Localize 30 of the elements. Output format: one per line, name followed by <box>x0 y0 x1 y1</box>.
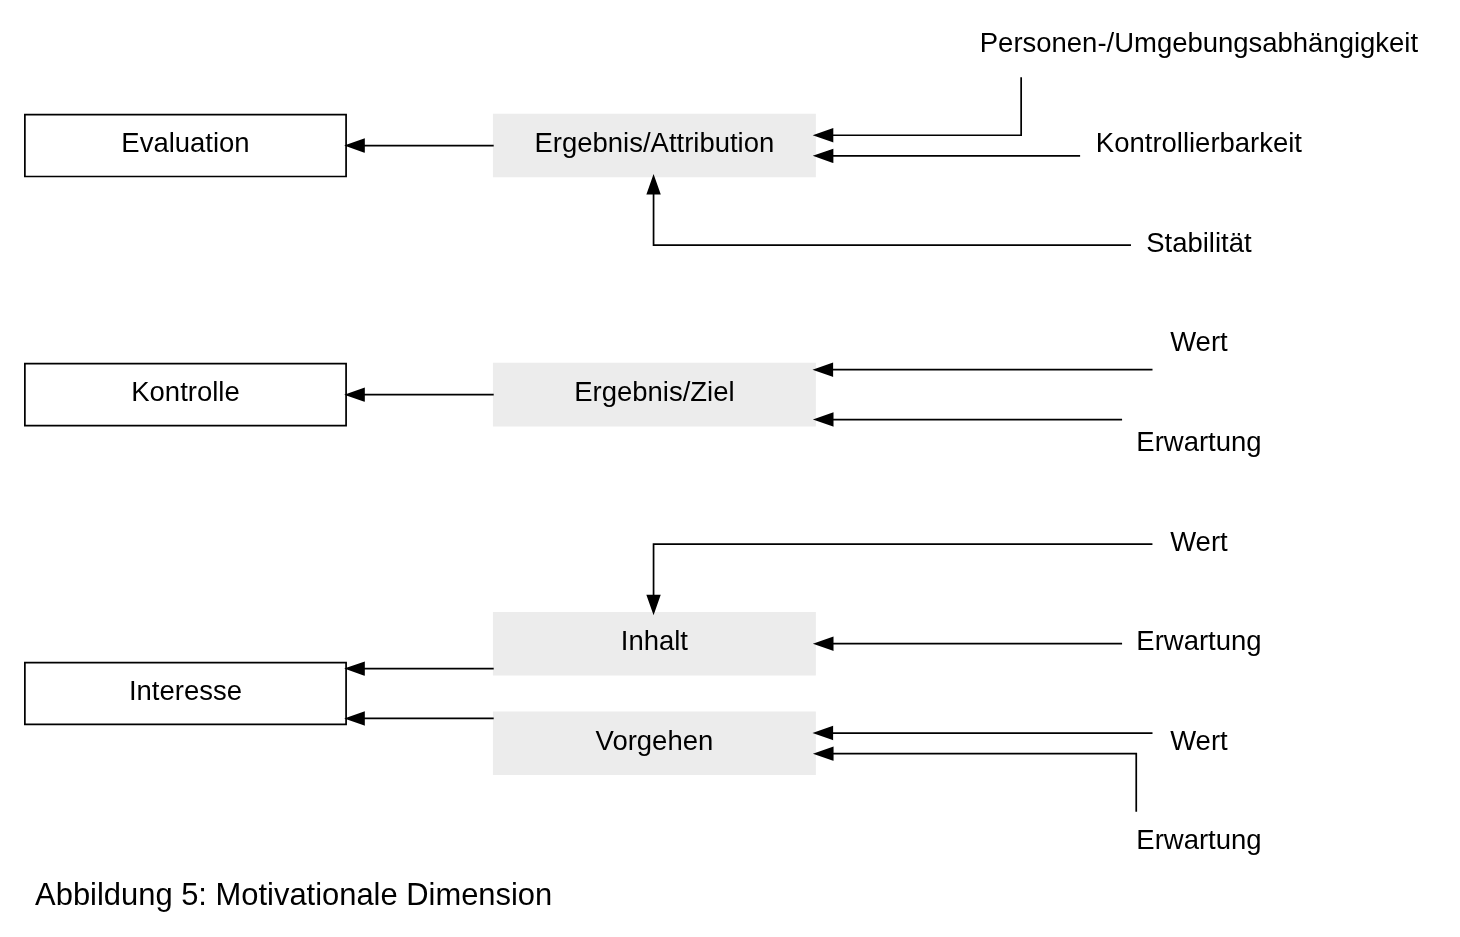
arrow <box>812 148 1081 164</box>
arrow <box>812 636 1123 651</box>
node-box: Kontrolle <box>24 362 347 427</box>
node-text: Wert <box>1170 525 1228 557</box>
node-box: Interesse <box>24 661 347 726</box>
node-text: Erwartung <box>1136 625 1262 657</box>
node-text: Kontrollierbarkeit <box>1095 127 1302 159</box>
node-text: Personen-/Umgebungsabhängigkeit <box>979 27 1419 59</box>
node-text: Wert <box>1170 724 1228 756</box>
node-box: Inhalt <box>492 611 816 676</box>
arrow <box>646 543 1154 616</box>
node-text: Wert <box>1170 326 1228 358</box>
node-box: Ergebnis/Attribution <box>492 113 816 178</box>
arrow <box>344 661 495 676</box>
arrow <box>344 138 495 153</box>
caption: Abbildung 5: Motivationale Dimension <box>35 877 553 913</box>
node-box: Vorgehen <box>492 711 816 776</box>
node-box: Evaluation <box>24 113 347 178</box>
arrow <box>812 76 1022 143</box>
node-text: Erwartung <box>1136 425 1262 457</box>
arrow <box>344 711 495 726</box>
arrow <box>812 362 1154 377</box>
node-text: Erwartung <box>1136 824 1262 856</box>
arrow <box>812 412 1123 427</box>
node-text: Stabilität <box>1146 226 1252 258</box>
arrow <box>344 387 495 402</box>
arrow <box>812 725 1154 741</box>
arrow <box>812 746 1138 813</box>
arrow <box>646 173 1132 247</box>
node-box: Ergebnis/Ziel <box>492 362 816 427</box>
